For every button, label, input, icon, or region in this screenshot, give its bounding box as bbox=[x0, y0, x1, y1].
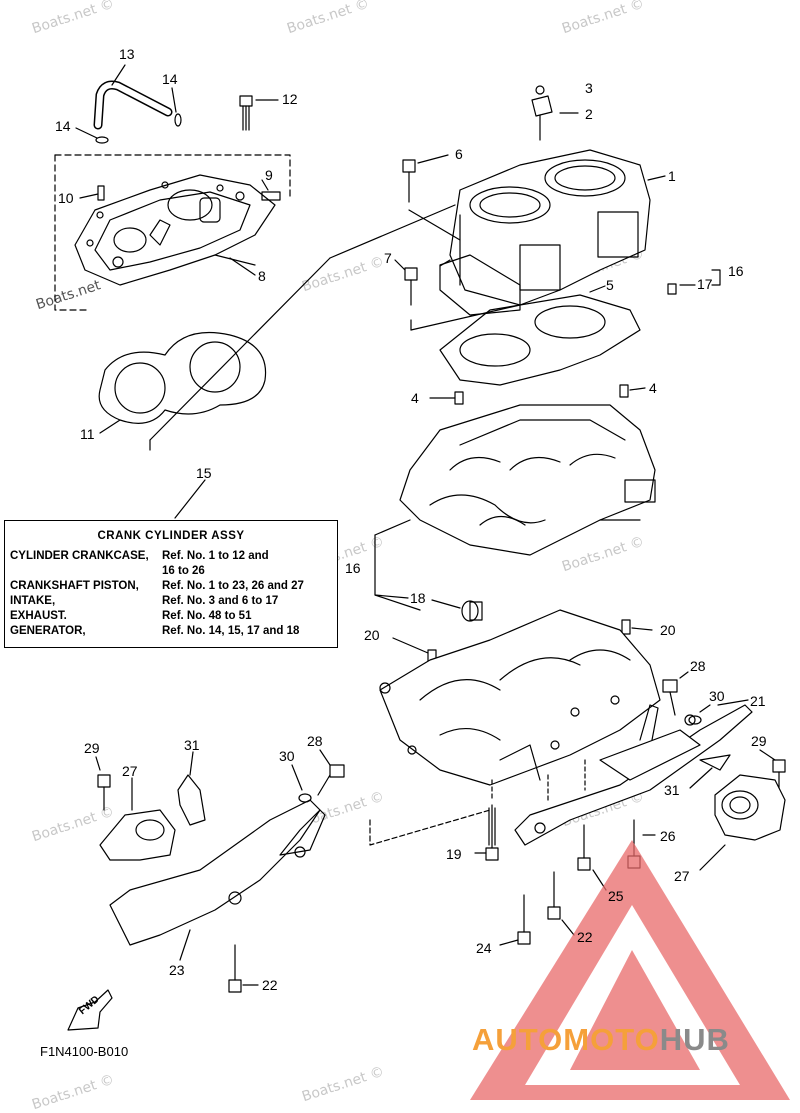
legend-row: 16 to 26 bbox=[10, 565, 306, 580]
ref-number: 9 bbox=[265, 167, 273, 183]
legend-ref: Ref. No. 48 to 51 bbox=[162, 610, 252, 622]
legend-name: INTAKE, bbox=[10, 595, 56, 607]
ref-number: 30 bbox=[279, 748, 295, 764]
engine-mount-bracket-left bbox=[109, 799, 326, 946]
upper-crankcase bbox=[399, 404, 656, 556]
ref-number: 5 bbox=[606, 277, 614, 293]
ref-number: 21 bbox=[750, 693, 766, 709]
legend-ref: Ref. No. 1 to 12 and bbox=[162, 550, 269, 562]
legend-name: GENERATOR, bbox=[10, 625, 86, 637]
ref-number: 23 bbox=[169, 962, 185, 978]
assembly-legend: CRANK CYLINDER ASSY CYLINDER CRANKCASE, … bbox=[4, 520, 338, 648]
automotohub-logo-icon bbox=[470, 840, 790, 1100]
ref-number: 26 bbox=[660, 828, 676, 844]
cylinder-base-gasket bbox=[439, 294, 641, 386]
legend-row: INTAKE, Ref. No. 3 and 6 to 17 bbox=[10, 595, 306, 610]
legend-row: CYLINDER CRANKCASE, Ref. No. 1 to 12 and bbox=[10, 550, 306, 565]
ref-number: 3 bbox=[585, 80, 593, 96]
legend-row: CRANKSHAFT PISTON, Ref. No. 1 to 23, 26 … bbox=[10, 580, 306, 595]
ref-number: 16 bbox=[728, 263, 744, 279]
ref-number: 4 bbox=[649, 380, 657, 396]
legend-row: EXHAUST. Ref. No. 48 to 51 bbox=[10, 610, 306, 625]
ref-number: 31 bbox=[184, 737, 200, 753]
ref-number: 8 bbox=[258, 268, 266, 284]
legend-ref: Ref. No. 1 to 23, 26 and 27 bbox=[162, 580, 304, 592]
legend-title: CRANK CYLINDER ASSY bbox=[97, 530, 245, 542]
ref-number: 14 bbox=[55, 118, 71, 134]
ref-number: 24 bbox=[476, 940, 492, 956]
legend-row: GENERATOR, Ref. No. 14, 15, 17 and 18 bbox=[10, 625, 306, 640]
ref-number: 25 bbox=[608, 888, 624, 904]
ref-number: 29 bbox=[84, 740, 100, 756]
ref-number: 30 bbox=[709, 688, 725, 704]
ref-number: 6 bbox=[455, 146, 463, 162]
ref-number: 7 bbox=[384, 250, 392, 266]
ref-number: 16 bbox=[345, 560, 361, 576]
engine-mount-bracket-right bbox=[514, 704, 753, 846]
lower-crankcase bbox=[379, 609, 661, 786]
ref-number: 10 bbox=[58, 190, 74, 206]
ref-number: 20 bbox=[364, 627, 380, 643]
ref-number: 4 bbox=[411, 390, 419, 406]
legend-name: CYLINDER CRANKCASE, bbox=[10, 550, 149, 562]
legend-ref: Ref. No. 14, 15, 17 and 18 bbox=[162, 625, 300, 637]
ref-number: 15 bbox=[196, 465, 212, 481]
legend-name: CRANKSHAFT PISTON, bbox=[10, 580, 139, 592]
ref-number: 19 bbox=[446, 846, 462, 862]
ref-number: 18 bbox=[410, 590, 426, 606]
ref-number: 31 bbox=[664, 782, 680, 798]
ref-number: 17 bbox=[697, 276, 713, 292]
ref-number: 28 bbox=[690, 658, 706, 674]
ref-number: 27 bbox=[122, 763, 138, 779]
ref-number: 20 bbox=[660, 622, 676, 638]
ref-number: 22 bbox=[262, 977, 278, 993]
ref-number: 29 bbox=[751, 733, 767, 749]
ref-number: 22 bbox=[577, 929, 593, 945]
brand-part-2: HUB bbox=[659, 1022, 730, 1057]
ref-number: 12 bbox=[282, 91, 298, 107]
ref-number: 14 bbox=[162, 71, 178, 87]
intake-cover-group bbox=[54, 154, 291, 311]
ref-number: 2 bbox=[585, 106, 593, 122]
legend-name: EXHAUST. bbox=[10, 610, 67, 622]
legend-ref: Ref. No. 3 and 6 to 17 bbox=[162, 595, 279, 607]
ref-number: 28 bbox=[307, 733, 323, 749]
legend-table: CYLINDER CRANKCASE, Ref. No. 1 to 12 and… bbox=[10, 550, 306, 640]
brand-logo-text: AUTOMOTOHUB bbox=[472, 1022, 730, 1058]
ref-number: 11 bbox=[80, 426, 95, 442]
engine-mount-right bbox=[714, 774, 786, 841]
legend-ref: 16 to 26 bbox=[162, 565, 205, 577]
diagram-code: F1N4100-B010 bbox=[40, 1044, 129, 1059]
ref-number: 13 bbox=[119, 46, 135, 62]
brand-part-1: AUTOMOTO bbox=[472, 1022, 660, 1057]
cylinder-block bbox=[439, 149, 651, 316]
cylinder-head-gasket bbox=[98, 331, 267, 424]
ref-number: 1 bbox=[668, 168, 676, 184]
ref-number: 27 bbox=[674, 868, 690, 884]
legend-name bbox=[10, 565, 162, 580]
engine-mount-left bbox=[99, 809, 176, 861]
